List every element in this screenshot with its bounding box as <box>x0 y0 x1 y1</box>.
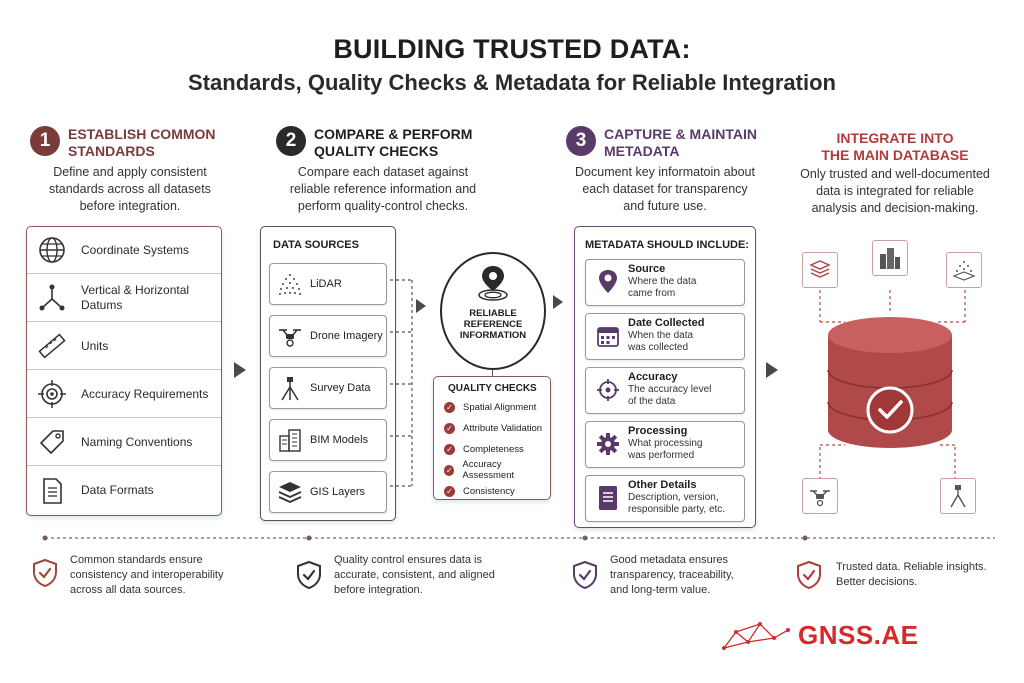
calendar-icon <box>594 322 622 350</box>
standards-panel: Coordinate Systems Vertical & Horizontal… <box>26 226 222 516</box>
data-sources-panel: DATA SOURCES LiDAR Drone Imagery Survey … <box>260 226 396 521</box>
check-icon: ✓ <box>444 464 455 476</box>
check-icon: ✓ <box>444 443 455 455</box>
metadata-heading: METADATA SHOULD INCLUDE: <box>585 239 749 251</box>
quality-checks-heading: QUALITY CHECKS <box>448 383 537 394</box>
gear-icon <box>594 430 622 458</box>
standard-item: Units <box>27 323 221 370</box>
building-icon <box>279 429 301 452</box>
check-icon: ✓ <box>444 401 455 413</box>
ruler-icon <box>35 329 69 363</box>
globe-icon <box>35 233 69 267</box>
page-title: BUILDING TRUSTED DATA: <box>333 34 691 64</box>
point-cloud-icon <box>946 252 982 288</box>
source-item: Survey Data <box>269 367 387 409</box>
drone-icon <box>279 329 301 347</box>
lidar-icon <box>279 274 301 295</box>
timeline-line <box>42 535 995 541</box>
arrow-right-icon <box>416 299 426 313</box>
data-sources-heading: DATA SOURCES <box>273 239 359 251</box>
source-item: LiDAR <box>269 263 387 305</box>
footer-note-4: Trusted data. Reliable insights.Better d… <box>836 561 987 588</box>
connector-lines <box>390 279 413 487</box>
quality-checks-panel: QUALITY CHECKS ✓Spatial Alignment ✓Attri… <box>433 376 551 500</box>
document-icon <box>594 484 622 512</box>
crosshair-icon <box>594 376 622 404</box>
source-item: GIS Layers <box>269 471 387 513</box>
shield-check-icon <box>797 560 821 590</box>
quality-check-item: ✓Spatial Alignment <box>444 399 536 415</box>
shield-check-icon <box>33 558 57 588</box>
source-item: BIM Models <box>269 419 387 461</box>
logo-text[interactable]: GNSS.AE <box>798 620 919 650</box>
layers-icon <box>278 482 302 503</box>
arrow-right-icon <box>234 362 246 378</box>
source-item: Drone Imagery <box>269 315 387 357</box>
standard-item: Accuracy Requirements <box>27 371 221 418</box>
shield-check-icon <box>297 560 321 590</box>
standard-item: Naming Conventions <box>27 419 221 466</box>
drone-icon <box>802 478 838 514</box>
layers-icon <box>802 252 838 288</box>
standard-item: Coordinate Systems <box>27 227 221 274</box>
target-icon <box>35 377 69 411</box>
logo-network-icon <box>722 622 790 650</box>
tripod-icon <box>281 377 299 401</box>
tripod-icon <box>940 478 976 514</box>
quality-check-item: ✓Completeness <box>444 441 524 457</box>
tag-icon <box>35 425 69 459</box>
pin-icon <box>594 268 622 296</box>
step-3-number: 3 <box>566 126 596 156</box>
step-1-number: 1 <box>30 126 60 156</box>
building-icon <box>872 240 908 276</box>
page-subtitle: Standards, Quality Checks & Metadata for… <box>188 70 836 95</box>
axes-icon <box>35 281 69 315</box>
quality-check-item: ✓Consistency <box>444 483 515 499</box>
location-pin-icon <box>478 266 508 301</box>
quality-check-item: ✓Accuracy Assessment <box>444 459 515 481</box>
document-icon <box>35 474 69 508</box>
check-icon: ✓ <box>444 422 455 434</box>
check-icon: ✓ <box>444 485 455 497</box>
standard-item: Data Formats <box>27 467 221 514</box>
database-graphic <box>819 290 966 480</box>
step-2-number: 2 <box>276 126 306 156</box>
arrow-right-icon <box>553 295 563 309</box>
connector-line <box>492 370 493 378</box>
quality-check-item: ✓Attribute Validation <box>444 420 542 436</box>
shield-check-icon <box>573 560 597 590</box>
arrow-right-icon <box>766 362 778 378</box>
